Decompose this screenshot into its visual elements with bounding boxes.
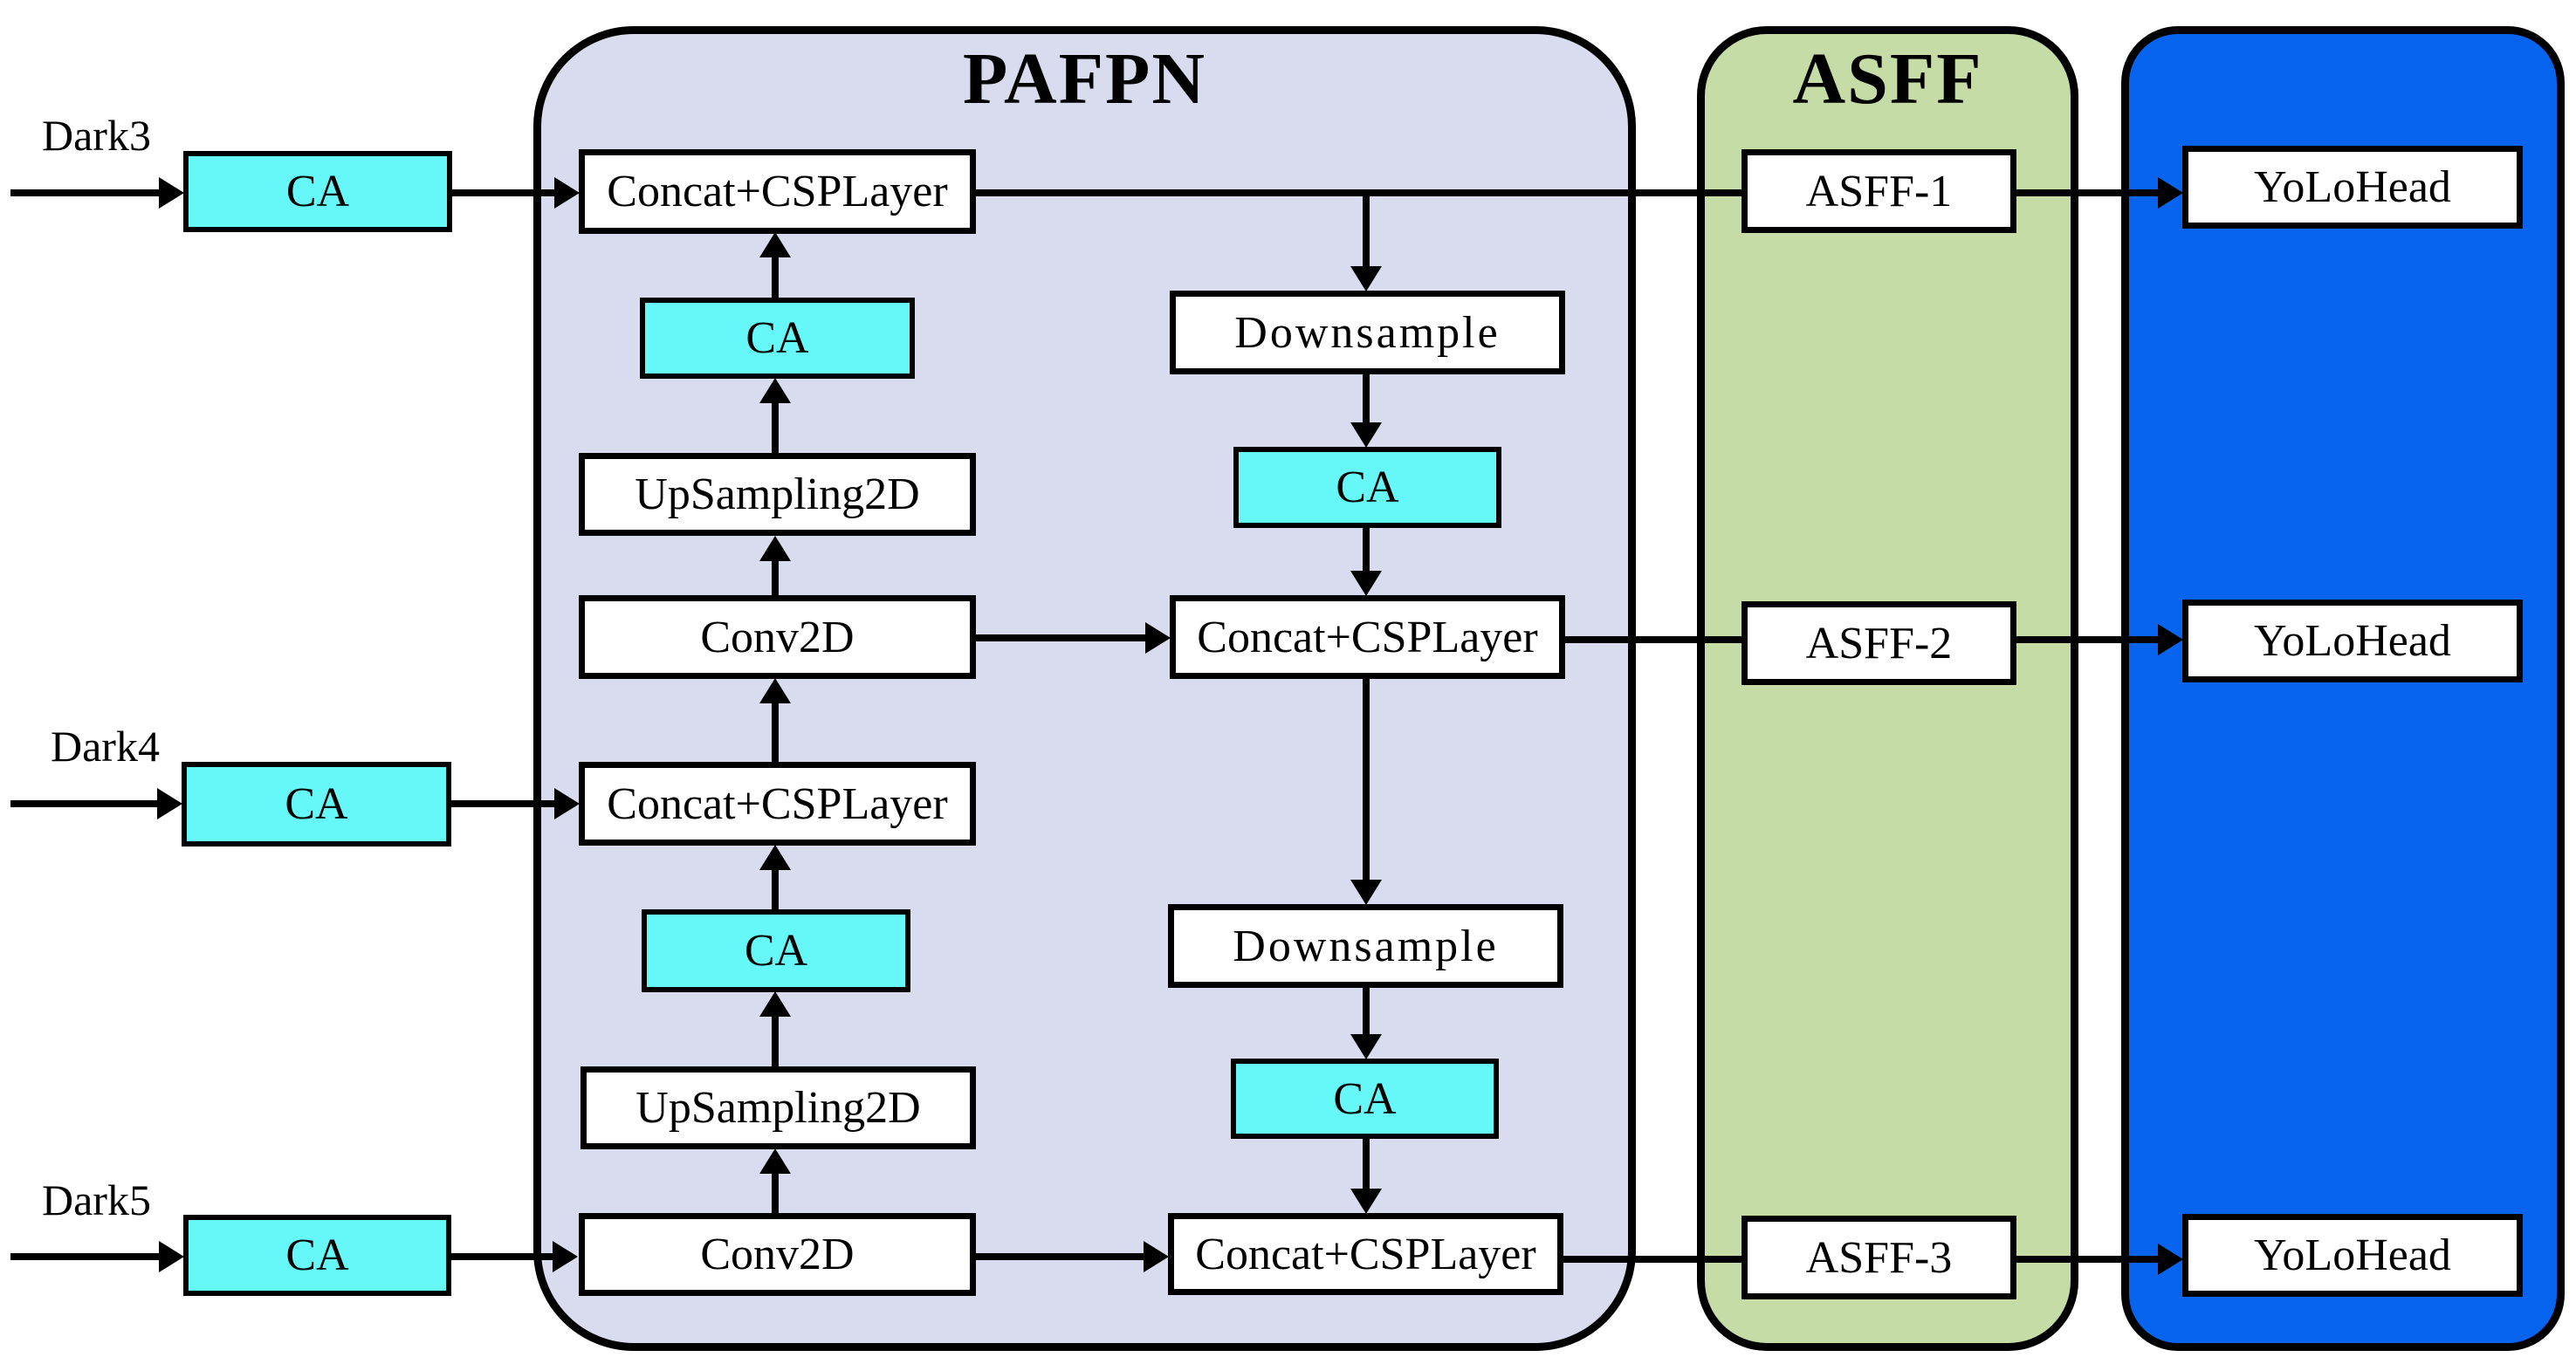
line-concat-top-to-asff1 — [974, 189, 1743, 196]
pafpn-ca-left-mid: CA — [642, 909, 910, 992]
arrowhead-conv2d-bottom-to-upsampling-bottom — [759, 1148, 791, 1174]
arrow-conv2d-mid-to-concat-row2 — [974, 634, 1145, 641]
pafpn-concat-csplayer-row3: Concat+CSPLayer — [1168, 1213, 1563, 1295]
line-concat-row2-to-asff2 — [1563, 636, 1741, 643]
pafpn-concat-csplayer-midleft: Concat+CSPLayer — [579, 762, 976, 846]
arrowhead-ca-to-concat-midleft — [554, 788, 580, 819]
input-label-dark3: Dark3 — [42, 111, 151, 160]
arrowhead-ca-to-concat-top — [554, 177, 580, 209]
arrow-ca-to-concat-midleft — [450, 800, 556, 807]
line-concat-row2-to-downsample-bottom — [1363, 679, 1370, 881]
arrowhead-ca-left-top-to-concat-top — [759, 232, 791, 257]
pafpn-concat-csplayer-top: Concat+CSPLayer — [579, 149, 976, 234]
arrowhead-conv2d-bottom-to-concat-row3 — [1144, 1241, 1169, 1272]
pafpn-downsample-bottom: Downsample — [1168, 904, 1563, 988]
pafpn-downsample-top: Downsample — [1170, 291, 1565, 374]
pafpn-ca-right-top: CA — [1233, 447, 1501, 528]
yolohead-3-box: YoLoHead — [2182, 1214, 2523, 1297]
yolohead-2-box: YoLoHead — [2182, 600, 2523, 682]
arrow-dark5-to-ca — [10, 1253, 159, 1260]
arrow-concat-midleft-to-conv2d-mid — [772, 703, 779, 764]
arrowhead-ca-to-conv2d-bottom — [553, 1241, 578, 1272]
asff-title: ASFF — [1792, 38, 1983, 120]
ca-block-dark3: CA — [183, 151, 452, 232]
arrowhead-asff3-to-yolohead3 — [2158, 1244, 2183, 1275]
pafpn-upsampling2d-bottom: UpSampling2D — [580, 1066, 976, 1149]
arrow-dark3-to-ca — [10, 189, 161, 196]
arrow-asff1-to-yolohead1 — [2015, 189, 2160, 196]
arrow-asff2-to-yolohead2 — [2015, 636, 2160, 643]
arrow-ca-right-bottom-to-concat-row3 — [1363, 1139, 1370, 1189]
arrow-ca-left-mid-to-concat-midleft — [772, 870, 779, 911]
arrowhead-asff2-to-yolohead2 — [2158, 624, 2183, 655]
pafpn-ca-left-top: CA — [640, 298, 915, 379]
arrow-ca-left-top-to-concat-top — [772, 257, 779, 299]
yolohead-container — [2121, 26, 2565, 1351]
arrowhead-concat-midleft-to-conv2d-mid — [759, 678, 791, 703]
arrow-downsample-top-to-ca-right-top — [1363, 374, 1370, 423]
arrowhead-dark5-to-ca — [159, 1241, 184, 1272]
pafpn-title: PAFPN — [962, 38, 1207, 120]
arrow-conv2d-bottom-to-upsampling-bottom — [772, 1174, 779, 1215]
arrowhead-dark4-to-ca — [157, 788, 182, 819]
arrowhead-dark3-to-ca — [159, 177, 184, 209]
arrowhead-downsample-bottom-to-ca-right-bottom — [1350, 1034, 1382, 1059]
input-label-dark5: Dark5 — [42, 1176, 151, 1224]
arrow-dark4-to-ca — [10, 800, 157, 807]
pafpn-concat-csplayer-row2: Concat+CSPLayer — [1170, 595, 1565, 679]
arrowhead-ca-left-mid-to-concat-midleft — [759, 845, 791, 870]
arrow-ca-right-top-to-concat-row2 — [1363, 528, 1370, 572]
branch-row1-to-downsample-top — [1363, 193, 1370, 268]
arrowhead-upsampling-bottom-to-ca-left-mid — [759, 991, 791, 1017]
asff-1-box: ASFF-1 — [1741, 149, 2016, 233]
arrow-asff3-to-yolohead3 — [2015, 1256, 2160, 1263]
arrowhead-conv2d-mid-to-concat-row2 — [1145, 622, 1171, 654]
pafpn-upsampling2d-top: UpSampling2D — [579, 453, 976, 536]
asff-2-box: ASFF-2 — [1741, 601, 2016, 685]
yolohead-1-box: YoLoHead — [2182, 146, 2523, 229]
ca-block-dark5: CA — [183, 1215, 451, 1296]
arrowhead-branch-to-downsample-top — [1350, 266, 1382, 291]
asff-container — [1697, 26, 2078, 1351]
ca-block-dark4: CA — [182, 762, 451, 847]
arrow-ca-to-conv2d-bottom — [450, 1253, 554, 1260]
line-concat-row3-to-asff3 — [1562, 1256, 1741, 1263]
arrow-upsampling-top-to-ca-left-top — [772, 403, 779, 455]
input-label-dark4: Dark4 — [51, 722, 160, 771]
arrowhead-upsampling-top-to-ca-left-top — [759, 378, 791, 403]
arrowhead-ca-right-bottom-to-concat-row3 — [1350, 1189, 1382, 1214]
pafpn-ca-right-bottom: CA — [1231, 1059, 1499, 1139]
asff-3-box: ASFF-3 — [1741, 1216, 2016, 1299]
arrow-conv2d-bottom-to-concat-row3 — [974, 1253, 1144, 1260]
arrowhead-to-downsample-bottom — [1350, 880, 1382, 905]
arrow-upsampling-bottom-to-ca-left-mid — [772, 1017, 779, 1068]
arrowhead-asff1-to-yolohead1 — [2158, 177, 2183, 209]
arrow-ca-to-concat-top — [451, 189, 556, 196]
pafpn-conv2d-bottom: Conv2D — [579, 1213, 976, 1296]
arrowhead-downsample-top-to-ca-right-top — [1350, 422, 1382, 448]
arrow-downsample-bottom-to-ca-right-bottom — [1363, 988, 1370, 1035]
arrowhead-ca-right-top-to-concat-row2 — [1350, 571, 1382, 596]
arrowhead-conv2d-mid-to-upsampling-top — [759, 536, 791, 561]
arrow-conv2d-mid-to-upsampling-top — [772, 561, 779, 597]
pafpn-conv2d-mid: Conv2D — [579, 595, 976, 679]
